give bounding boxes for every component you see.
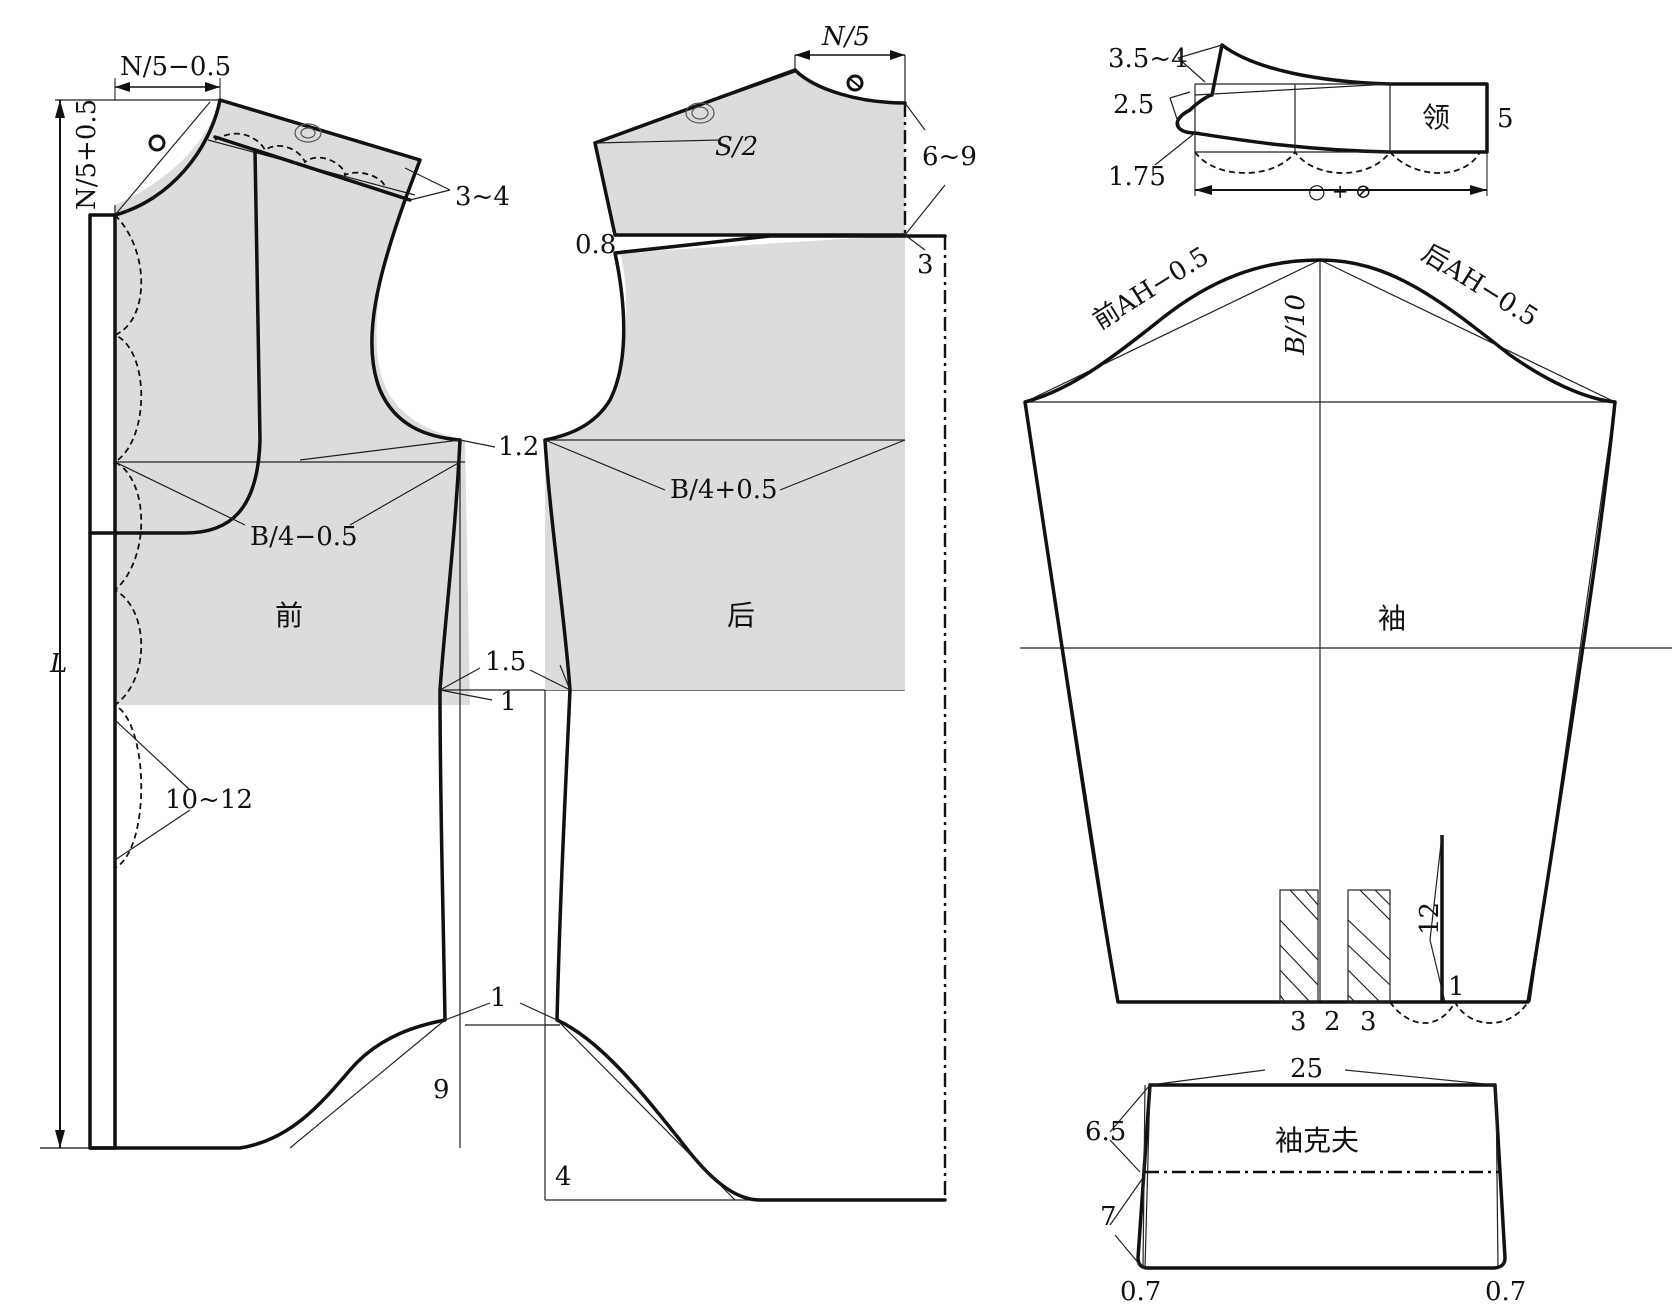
collar-height-label: 5: [1497, 104, 1514, 134]
front-chest-label: B/4−0.5: [250, 522, 358, 552]
front-waist-down-label: 1: [500, 687, 517, 717]
sleeve-placket-label: 12: [1415, 902, 1445, 935]
back-shoulder-label: S/2: [715, 132, 758, 162]
sleeve-placket-offset-label: 1: [1448, 972, 1465, 1002]
collar-piece-label: 领: [1422, 101, 1450, 134]
sleeve-pleat-gap-label: 2: [1324, 1007, 1341, 1037]
sleeve: [1020, 258, 1672, 1024]
front-scallop-lace: [112, 214, 143, 869]
front-neck-width-label: N/5−0.5: [120, 52, 231, 82]
cuff-height-top-label: 6.5: [1085, 1117, 1126, 1147]
front-waist-in-label: 1.5: [485, 647, 526, 677]
front-shoulder-drop-label: 3~4: [455, 182, 510, 212]
cuff-piece-label: 袖克夫: [1275, 1124, 1359, 1157]
sleeve-pleat-b-label: 3: [1360, 1007, 1377, 1037]
sleeve-back-cap-label: 后AH−0.5: [1416, 238, 1543, 333]
sleeve-front-cap-label: 前AH−0.5: [1088, 241, 1215, 336]
front-hem-in-label: 1: [490, 983, 507, 1013]
sleeve-cap-height-label: B/10: [1281, 294, 1311, 356]
cuff-corner-right-label: 0.7: [1485, 1277, 1526, 1307]
front-scallop-label: 10~12: [165, 785, 253, 815]
front-hem-curve-label: 9: [433, 1075, 450, 1105]
front-outline: [88, 98, 462, 1150]
cuff-height-bottom-label: 7: [1100, 1202, 1117, 1232]
sleeve-pleat-left: [1279, 889, 1319, 1003]
sleeve-piece-label: 袖: [1378, 602, 1406, 635]
back-bodice: [519, 50, 947, 1202]
collar-point-rise-label: 3.5~4: [1108, 44, 1188, 74]
back-body-shaded: [545, 235, 905, 690]
front-bodice: [40, 78, 905, 1150]
collar-scallop: [1194, 150, 1481, 174]
back-yoke-depth-label: 3: [917, 250, 934, 280]
sleeve-pleat-a-label: 3: [1290, 1007, 1307, 1037]
cuff-outline: [1136, 1083, 1507, 1270]
sleeve-outline: [1023, 258, 1617, 1004]
collar-front-height-label: 2.5: [1113, 90, 1154, 120]
front-piece-label: 前: [275, 599, 303, 632]
front-facing: [88, 148, 262, 535]
front-armhole-label: 1.2: [498, 432, 539, 462]
back-outline: [543, 234, 947, 1202]
front-shaded-area: [115, 100, 470, 705]
back-chest-label: B/4+0.5: [670, 475, 778, 505]
collar-outline: [1175, 43, 1489, 154]
back-neck-width-label: N/5: [821, 22, 870, 52]
sleeve-pleat-right: [1347, 889, 1391, 1003]
front-placket: [88, 213, 117, 1150]
collar: [1154, 43, 1489, 196]
back-hem-drop-label: 4: [555, 1162, 572, 1192]
cuff-length-label: 25: [1290, 1054, 1323, 1084]
back-yoke-shaded: [595, 70, 905, 235]
back-shoulder-drop-label: 6~9: [922, 142, 977, 172]
collar-length-label: ○ + ⊘: [1308, 179, 1372, 203]
cuff-corner-left-label: 0.7: [1120, 1277, 1161, 1307]
cuff: [1109, 1069, 1507, 1270]
back-piece-label: 后: [727, 599, 755, 632]
collar-band-offset-label: 1.75: [1108, 162, 1166, 192]
front-neck-depth-label: N/5+0.5: [72, 99, 102, 210]
back-yoke-offset-label: 0.8: [575, 230, 616, 260]
front-length-label: L: [49, 649, 67, 679]
front-yoke-line: [213, 135, 412, 202]
